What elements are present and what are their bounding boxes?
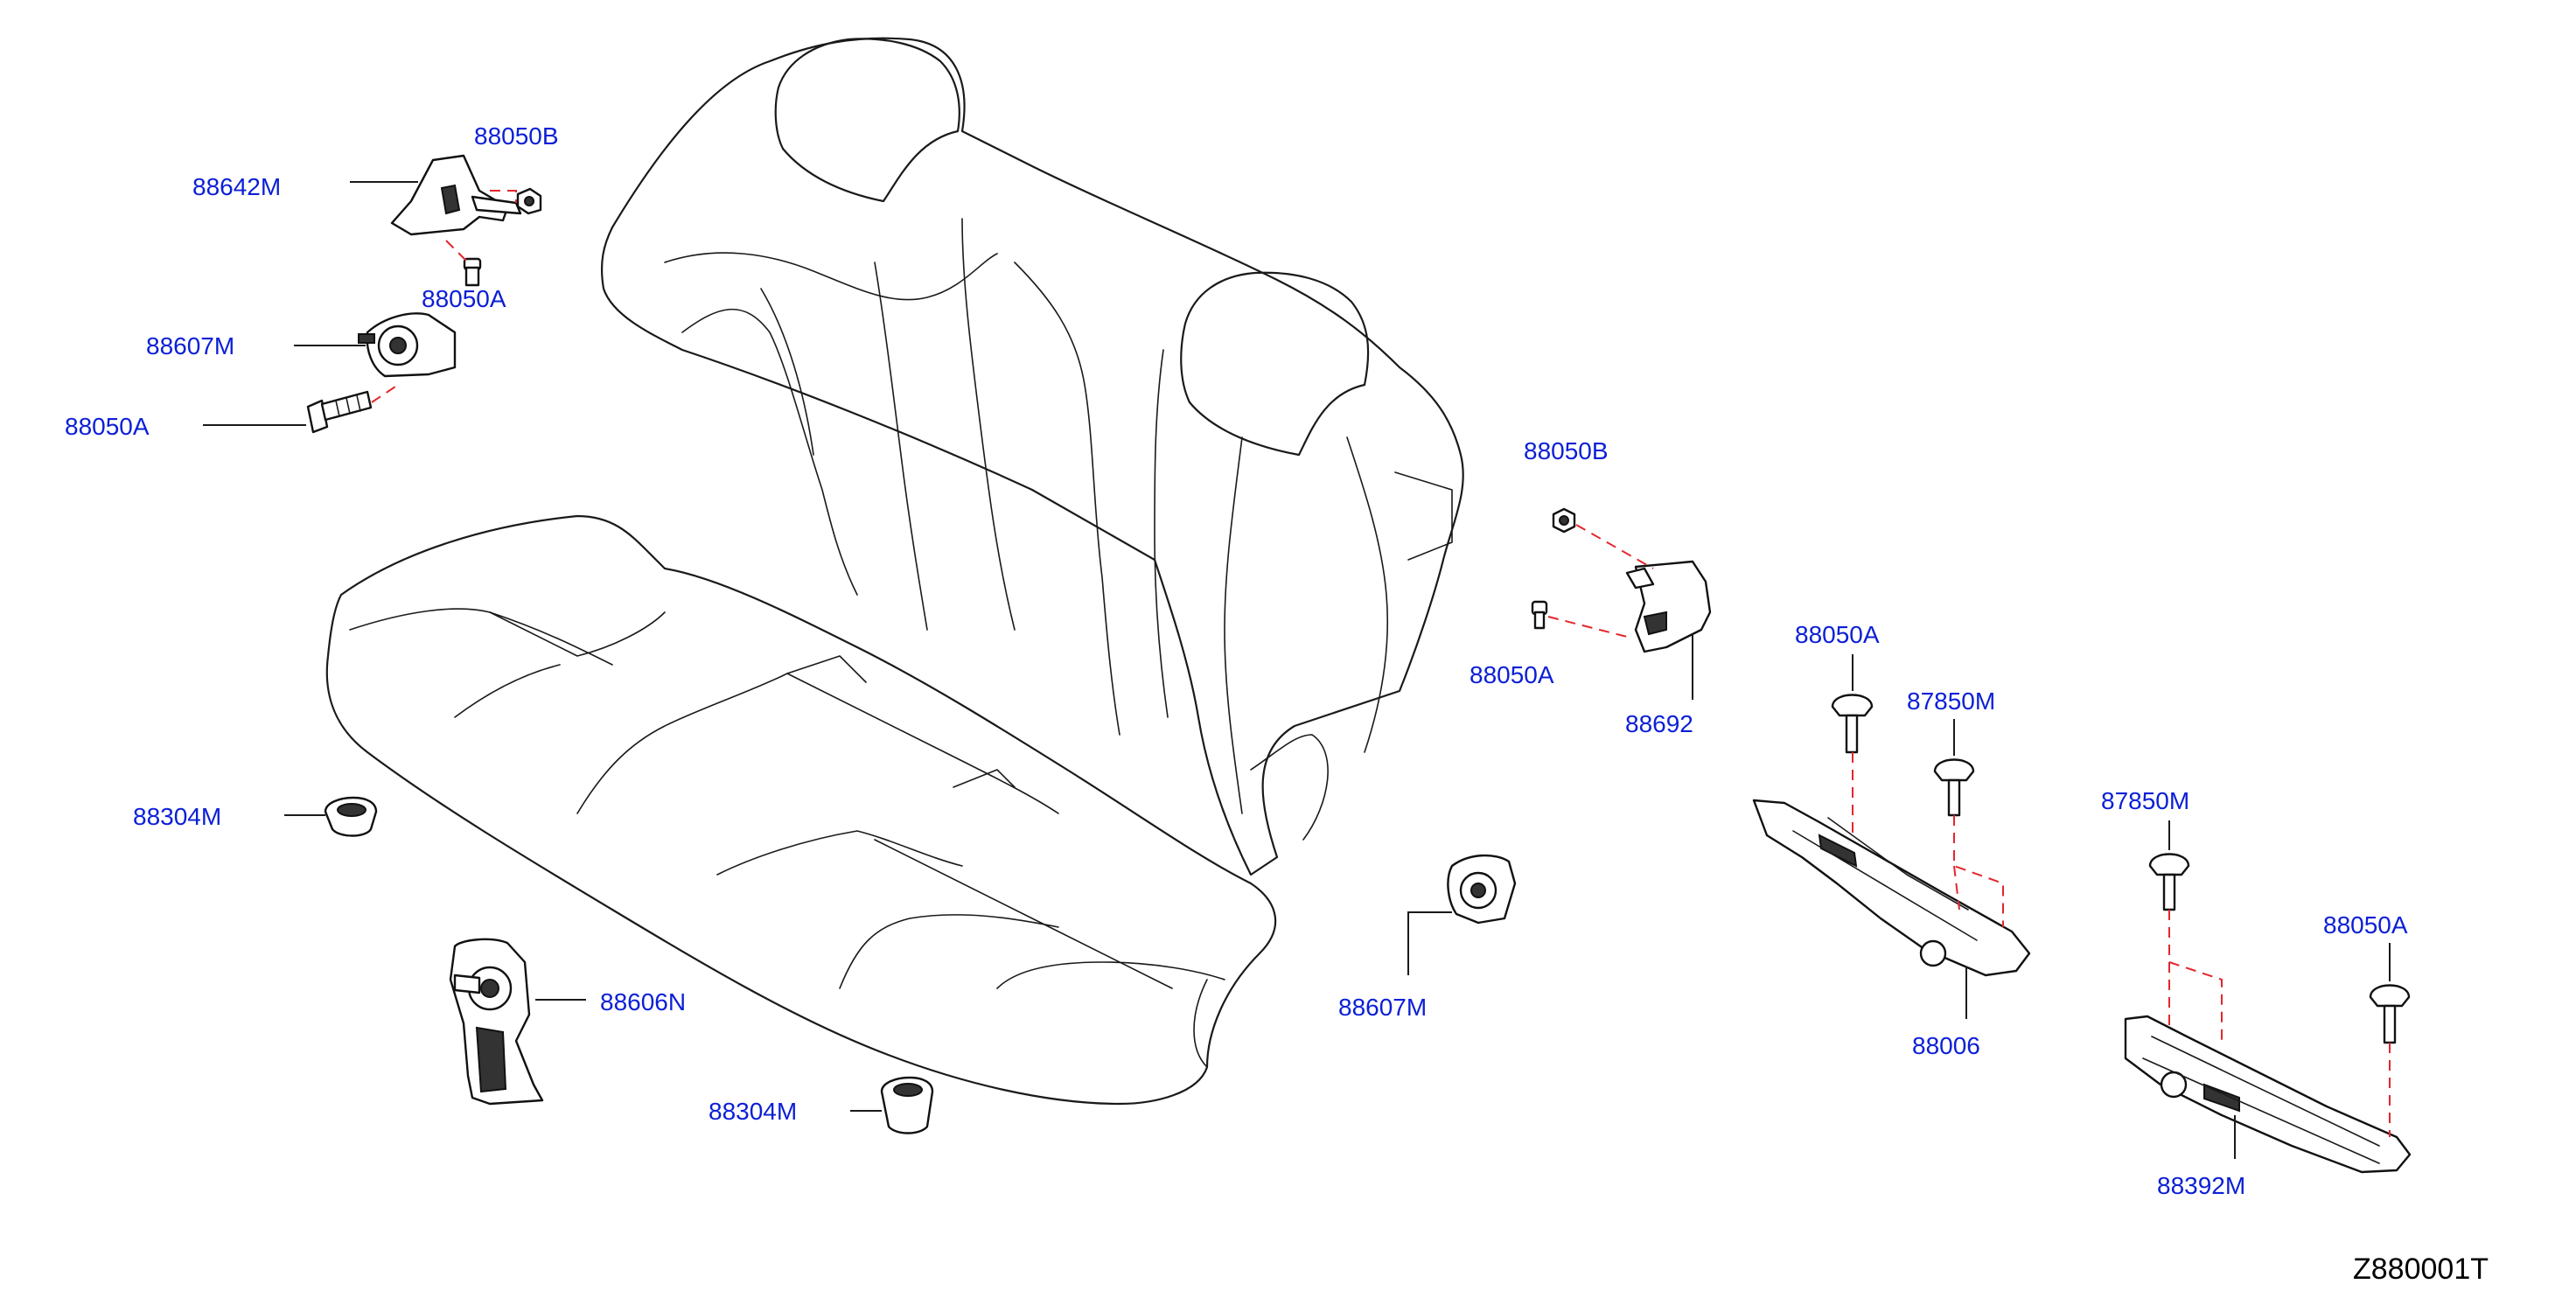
grommet-lower-icon <box>880 1076 934 1134</box>
callout-88050a-right: 88050A <box>1470 661 1554 688</box>
callout-88304m-lower: 88304M <box>709 1098 798 1125</box>
callout-88607m-left: 88607M <box>146 332 235 359</box>
callout-87850m-bracket-b: 87850M <box>2101 787 2190 814</box>
callout-88050a-bracket-a: 88050A <box>1795 621 1880 648</box>
seat-bracket-88392m-icon <box>2124 1015 2412 1174</box>
callout-88392m: 88392M <box>2157 1172 2246 1199</box>
clip-88050a-bracket-b-icon <box>2369 984 2411 1044</box>
clip-87850m-bracket-b-icon <box>2148 853 2190 911</box>
clip-88050a-bracket-a-icon <box>1831 694 1874 754</box>
callout-88607m-right: 88607M <box>1338 994 1428 1021</box>
callout-88050b-right: 88050B <box>1524 437 1609 464</box>
seat-bracket-88006-icon <box>1752 799 2031 977</box>
nut-88050b-right-icon <box>1552 507 1576 534</box>
hinge-bracket-right-icon <box>1625 560 1712 653</box>
rear-seat-assembly <box>325 37 1464 1106</box>
callout-88642m: 88642M <box>192 173 282 200</box>
bolt-88050a-left-small-icon <box>463 257 482 287</box>
callout-88050a-left-lower: 88050A <box>65 413 150 440</box>
callout-88606n: 88606N <box>600 988 687 1015</box>
callout-88050a-bracket-b: 88050A <box>2323 911 2408 939</box>
striker-right-icon <box>1447 854 1517 925</box>
callout-88304m-left: 88304M <box>133 803 222 830</box>
callout-88050a-left-upper: 88050A <box>422 285 506 312</box>
callout-88692: 88692 <box>1625 710 1693 737</box>
callout-87850m-bracket-a: 87850M <box>1907 687 1996 715</box>
recliner-latch-left-icon <box>449 938 544 1106</box>
leader-lines <box>203 181 2391 1159</box>
clip-87850m-bracket-a-icon <box>1933 758 1975 817</box>
bolt-88050a-left-large-icon <box>306 390 373 434</box>
diagram-id: Z880001T <box>2353 1253 2489 1286</box>
callout-88006: 88006 <box>1912 1032 1980 1059</box>
bolt-88050a-right-small-icon <box>1531 600 1548 630</box>
nut-88050b-left-icon <box>516 187 542 215</box>
hinge-bracket-left-icon <box>390 154 522 236</box>
grommet-left-icon <box>324 796 378 837</box>
striker-left-icon <box>358 312 457 378</box>
callout-88050b-left: 88050B <box>474 122 559 150</box>
